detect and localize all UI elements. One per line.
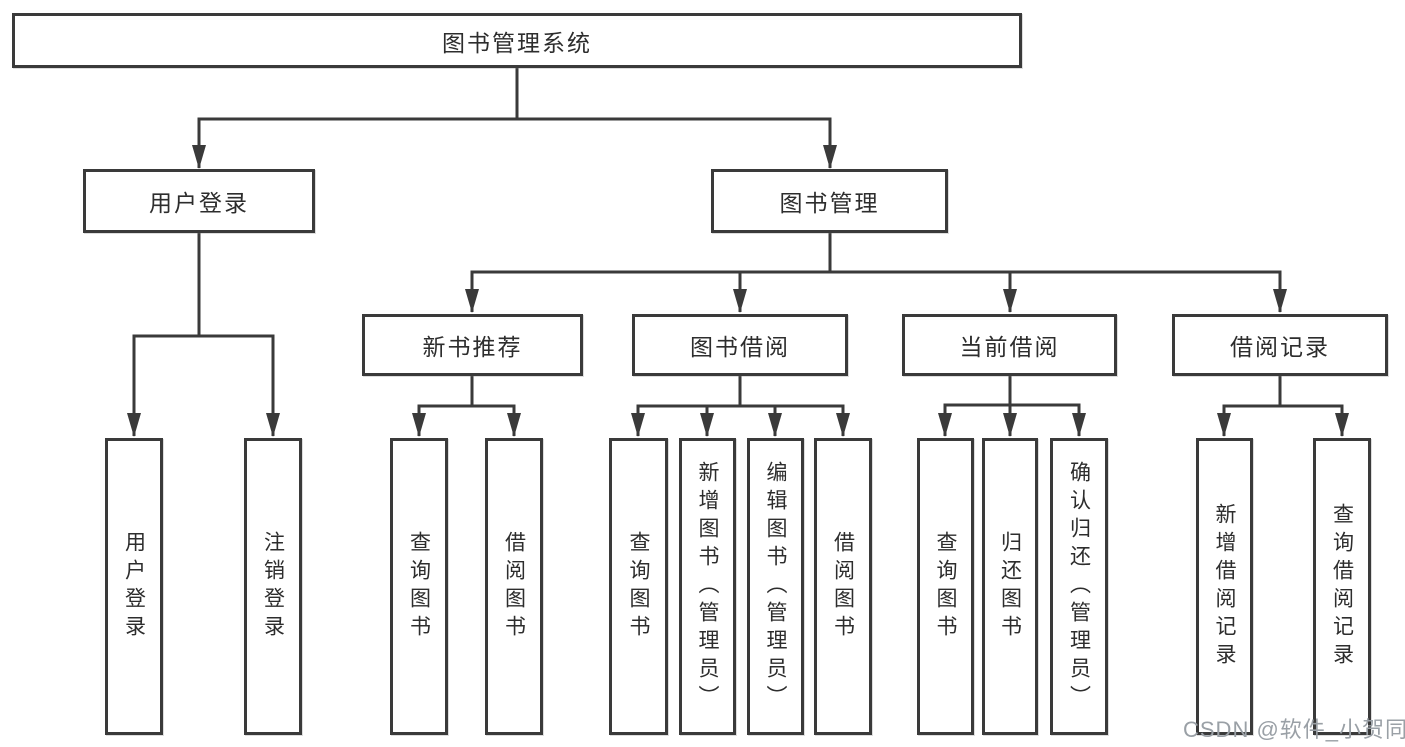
arrow-down-icon — [1003, 413, 1017, 437]
leaf-label: 注销登录 — [261, 530, 285, 643]
arrow-down-icon — [768, 413, 782, 437]
node-label: 图书管理 — [779, 190, 880, 216]
connector-userlogin-to-leaves — [132, 233, 275, 436]
leaf-logout: 注销登录 — [244, 438, 302, 735]
node-user-login: 用户登录 — [83, 169, 315, 233]
arrow-down-icon — [1335, 413, 1349, 437]
node-label: 图书借阅 — [690, 334, 790, 360]
node-label: 图书管理系统 — [442, 29, 592, 56]
leaf-user-login: 用户登录 — [105, 438, 163, 735]
node-book-management: 图书管理 — [711, 169, 948, 233]
leaf-add-borrow-record: 新增借阅记录 — [1196, 438, 1253, 735]
node-label: 当前借阅 — [959, 334, 1060, 360]
leaf-add-book-admin: 新增图书（管理员） — [679, 438, 736, 735]
leaf-label: 新增图书（管理员） — [696, 460, 719, 713]
arrow-down-icon — [465, 289, 479, 313]
arrow-down-icon — [1217, 413, 1231, 437]
leaf-edit-book-admin: 编辑图书（管理员） — [747, 438, 804, 735]
leaf-label: 借阅图书 — [831, 530, 855, 643]
connector-bookborrow-to-leaves — [636, 376, 845, 436]
leaf-query-books-current: 查询图书 — [917, 438, 974, 735]
leaf-label: 查询图书 — [934, 530, 957, 643]
arrow-down-icon — [836, 413, 850, 437]
leaf-label: 查询图书 — [627, 530, 650, 643]
arrow-down-icon — [733, 289, 747, 313]
node-new-book-recommend: 新书推荐 — [362, 314, 583, 376]
leaf-query-books-borrowing: 查询图书 — [609, 438, 668, 735]
arrow-down-icon — [127, 413, 141, 437]
leaf-confirm-return-admin: 确认归还（管理员） — [1050, 438, 1108, 735]
arrow-down-icon — [1072, 413, 1086, 437]
leaf-query-books-recommend: 查询图书 — [390, 438, 448, 735]
arrow-down-icon — [507, 413, 521, 437]
connector-borrowrecords-to-leaves — [1222, 376, 1344, 436]
arrow-down-icon — [1003, 289, 1017, 313]
arrow-down-icon — [412, 413, 426, 437]
leaf-return-book: 归还图书 — [982, 438, 1038, 735]
leaf-borrow-books-recommend: 借阅图书 — [485, 438, 543, 735]
leaf-borrow-books-borrowing: 借阅图书 — [814, 438, 872, 735]
node-borrowing-records: 借阅记录 — [1172, 314, 1388, 376]
arrow-down-icon — [1273, 289, 1287, 313]
node-label: 用户登录 — [149, 190, 249, 216]
node-book-borrowing: 图书借阅 — [632, 314, 848, 376]
node-current-borrowing: 当前借阅 — [902, 314, 1117, 376]
watermark: CSDN @软件_小贺同学 — [1183, 717, 1405, 742]
arrow-down-icon — [823, 145, 837, 169]
arrow-down-icon — [631, 413, 645, 437]
leaf-label: 查询图书 — [407, 530, 431, 643]
leaf-label: 借阅图书 — [502, 530, 526, 643]
connector-currentborrow-to-leaves — [943, 376, 1081, 436]
leaf-label: 用户登录 — [122, 530, 146, 643]
arrow-down-icon — [938, 413, 952, 437]
node-label: 新书推荐 — [422, 334, 523, 360]
leaf-query-borrow-record: 查询借阅记录 — [1313, 438, 1371, 735]
leaf-label: 查询借阅记录 — [1330, 502, 1354, 671]
node-label: 借阅记录 — [1230, 334, 1330, 360]
connector-newbookrec-to-leaves — [417, 376, 516, 436]
leaf-label: 归还图书 — [998, 530, 1022, 643]
connector-bookmgmt-to-level3 — [470, 233, 1282, 312]
arrow-down-icon — [266, 413, 280, 437]
node-root-system: 图书管理系统 — [12, 13, 1022, 68]
leaf-label: 编辑图书（管理员） — [764, 460, 787, 713]
leaf-label: 新增借阅记录 — [1213, 502, 1236, 671]
leaf-label: 确认归还（管理员） — [1067, 460, 1091, 713]
arrow-down-icon — [700, 413, 714, 437]
connector-root-to-level2 — [197, 68, 832, 168]
arrow-down-icon — [192, 145, 206, 169]
